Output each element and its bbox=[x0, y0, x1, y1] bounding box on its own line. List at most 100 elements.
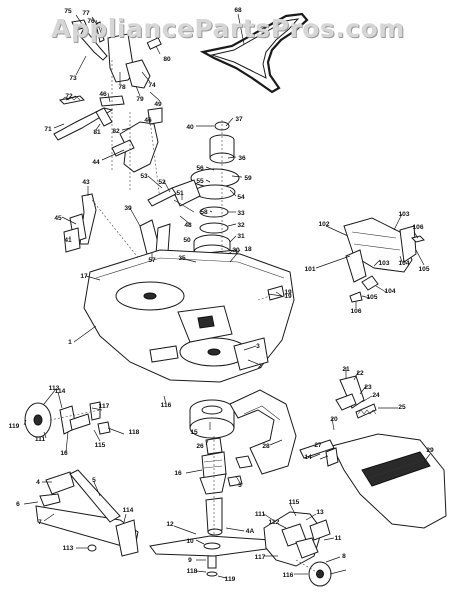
callout-label: 14 bbox=[304, 454, 312, 461]
engine-pulley bbox=[189, 389, 297, 560]
callout-label: 49 bbox=[154, 101, 162, 108]
callout-label: 24 bbox=[372, 392, 380, 399]
callout-label: 74 bbox=[148, 82, 156, 89]
callout-label: 7 bbox=[38, 519, 42, 526]
callout-label: 44 bbox=[92, 159, 100, 166]
callout-label: 118 bbox=[187, 568, 198, 575]
callout-label: 105 bbox=[418, 266, 429, 273]
callout-label: 28 bbox=[262, 443, 270, 450]
callout-label: 73 bbox=[69, 75, 77, 82]
callout-label: 52 bbox=[158, 179, 166, 186]
callout-label: 3 bbox=[256, 343, 260, 350]
callout-label: 72 bbox=[65, 93, 73, 100]
front-bracket bbox=[35, 469, 139, 557]
callout-label: 50 bbox=[183, 237, 191, 244]
callout-label: 4 bbox=[36, 479, 40, 486]
callout-label: 104 bbox=[398, 260, 409, 267]
callout-label: 12 bbox=[166, 521, 174, 528]
callout-label: 16 bbox=[60, 450, 68, 457]
linkage-assembly bbox=[53, 19, 163, 261]
callout-label: 58 bbox=[200, 209, 208, 216]
drive-belt bbox=[199, 12, 309, 94]
callout-label: 26 bbox=[196, 443, 204, 450]
discharge-chute bbox=[299, 375, 447, 529]
callout-label: 59 bbox=[244, 175, 252, 182]
callout-label: 55 bbox=[196, 178, 204, 185]
callout-label: 117 bbox=[255, 554, 266, 561]
callout-label: 39 bbox=[124, 205, 132, 212]
right-gauge-wheel bbox=[263, 511, 332, 587]
left-gauge-wheel bbox=[24, 401, 111, 438]
callout-label: 81 bbox=[93, 129, 101, 136]
callout-label: 10 bbox=[186, 538, 194, 545]
callout-label: 115 bbox=[289, 499, 300, 506]
callout-label: 36 bbox=[238, 155, 246, 162]
callout-label: 76 bbox=[87, 18, 95, 25]
callout-label: 82 bbox=[112, 128, 120, 135]
callout-label: 116 bbox=[161, 402, 172, 409]
callout-label: 103 bbox=[378, 260, 389, 267]
callout-label: 53 bbox=[140, 173, 148, 180]
leader-lines bbox=[23, 13, 431, 579]
callout-label: 51 bbox=[176, 190, 184, 197]
callout-label: 80 bbox=[163, 56, 171, 63]
callout-label: 113 bbox=[63, 545, 74, 552]
callout-label: 68 bbox=[234, 7, 242, 14]
callout-label: 33 bbox=[237, 210, 245, 217]
callout-label: 31 bbox=[237, 233, 245, 240]
callout-label: 46 bbox=[144, 117, 152, 124]
callout-label: 118 bbox=[129, 429, 140, 436]
callout-label: 46 bbox=[99, 91, 107, 98]
callout-label: 35 bbox=[178, 255, 186, 262]
callout-label: 45 bbox=[54, 215, 62, 222]
callout-label: 19 bbox=[284, 293, 292, 300]
callout-label: 117 bbox=[99, 403, 110, 410]
callout-label: 25 bbox=[398, 404, 406, 411]
callout-label: 112 bbox=[269, 519, 280, 526]
callout-label: 20 bbox=[330, 416, 338, 423]
callout-label: 77 bbox=[82, 10, 90, 17]
callout-label: 41 bbox=[64, 237, 72, 244]
callout-label: 56 bbox=[196, 165, 204, 172]
callout-label: 30 bbox=[232, 247, 240, 254]
callout-label: 11 bbox=[335, 535, 342, 542]
callout-label: 21 bbox=[342, 366, 350, 373]
callout-label: 15 bbox=[190, 429, 198, 436]
callout-label: 119 bbox=[9, 423, 20, 430]
callout-label: 29 bbox=[426, 447, 434, 454]
callout-label: 16 bbox=[174, 470, 182, 477]
callout-label: 105 bbox=[366, 294, 377, 301]
callout-label: 4A bbox=[246, 528, 255, 535]
callout-label: 32 bbox=[237, 222, 245, 229]
callout-label: 54 bbox=[237, 194, 245, 201]
callout-label: 37 bbox=[235, 116, 243, 123]
callout-label: 79 bbox=[136, 96, 144, 103]
callout-label: 71 bbox=[44, 126, 52, 133]
callout-label: 114 bbox=[123, 507, 134, 514]
watermark: AppliancePartsPros.com bbox=[51, 14, 405, 43]
callout-label: 111 bbox=[255, 511, 266, 518]
callout-label: 23 bbox=[364, 384, 372, 391]
callout-label: 106 bbox=[412, 224, 423, 231]
callout-label: 78 bbox=[118, 84, 126, 91]
callout-label: 104 bbox=[384, 288, 395, 295]
callout-label: 43 bbox=[82, 179, 90, 186]
callout-label: 18 bbox=[244, 246, 252, 253]
callout-label: 9 bbox=[188, 557, 192, 564]
callout-label: 22 bbox=[356, 370, 364, 377]
callout-label: 27 bbox=[314, 442, 322, 449]
callout-label: 103 bbox=[398, 211, 409, 218]
callout-label: 1 bbox=[68, 339, 72, 346]
callout-label: 116 bbox=[283, 572, 294, 579]
callout-label: 17 bbox=[80, 273, 88, 280]
callout-label: 101 bbox=[304, 266, 315, 273]
callout-label: 57 bbox=[148, 257, 156, 264]
callout-label: 119 bbox=[225, 576, 236, 583]
callout-label: 40 bbox=[186, 124, 194, 131]
mower-deck bbox=[83, 249, 295, 383]
callout-label: 111 bbox=[35, 436, 46, 443]
callout-label: 8 bbox=[342, 553, 346, 560]
deflector-assembly bbox=[343, 217, 425, 303]
